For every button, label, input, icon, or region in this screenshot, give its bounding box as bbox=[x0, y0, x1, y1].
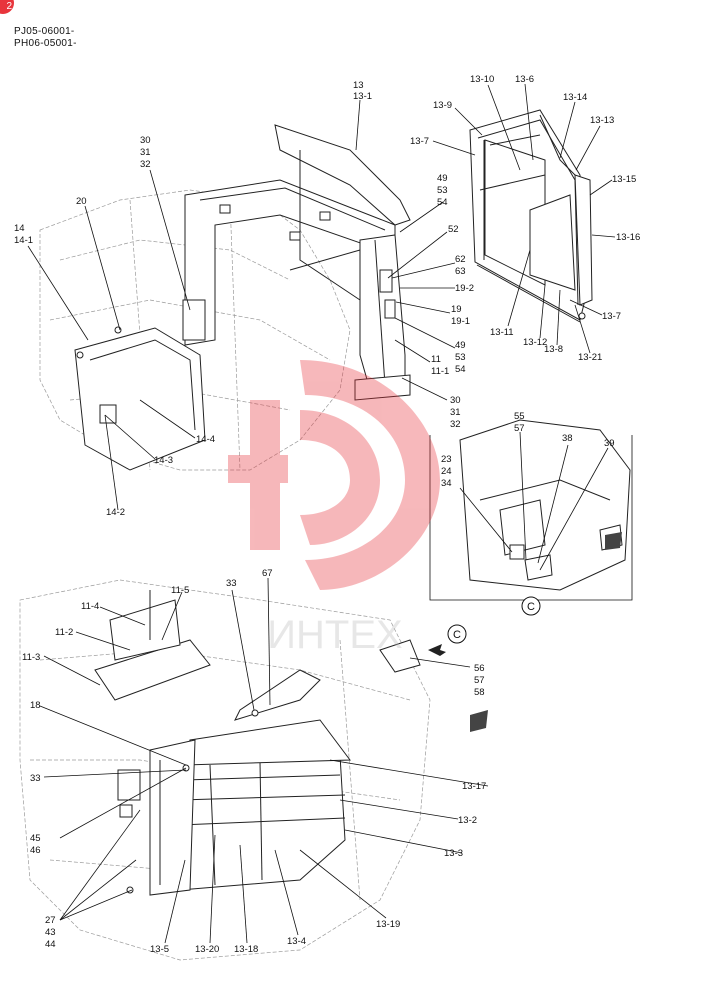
callout-label: 34 bbox=[441, 478, 452, 489]
callout-label: 18 bbox=[30, 700, 41, 711]
callout-label: 20 bbox=[76, 196, 87, 207]
callout-label: 19 bbox=[451, 304, 462, 315]
callout-label: 11-2 bbox=[55, 627, 73, 638]
callout-label: 30 bbox=[140, 135, 151, 146]
callout-label: 23 bbox=[441, 454, 452, 465]
callout-label: 11-4 bbox=[81, 601, 99, 612]
callout-leader-lines bbox=[27, 83, 616, 944]
callout-label: 27 bbox=[45, 915, 56, 926]
fan-shroud-assembly: C bbox=[94, 532, 622, 896]
callout-label: 45 bbox=[30, 833, 41, 844]
direction-arrow-icon bbox=[470, 710, 488, 732]
callout-label: 53 bbox=[455, 352, 466, 363]
callout-label: 54 bbox=[437, 197, 448, 208]
callout-label: 56 bbox=[474, 663, 485, 674]
callout-label: 13-5 bbox=[150, 944, 169, 955]
callout-label: 14-3 bbox=[154, 455, 173, 466]
callout-label: 19-2 bbox=[455, 283, 474, 294]
callout-label: 14-2 bbox=[106, 507, 125, 518]
callout-label: 67 bbox=[262, 568, 273, 579]
callout-label: 13-20 bbox=[195, 944, 219, 955]
callout-label: 57 bbox=[514, 423, 525, 434]
side-cover-14 bbox=[74, 326, 206, 471]
watermark-text: ИНТЕХ bbox=[267, 613, 402, 657]
detail-marker-circle-lower bbox=[447, 624, 467, 644]
callout-label: 11-1 bbox=[431, 366, 449, 377]
detail-view-c-inset: C bbox=[429, 419, 633, 616]
callout-label: 32 bbox=[450, 419, 461, 430]
callout-label: 30 bbox=[450, 395, 461, 406]
callout-labels: 13 13-1 13-10 13-6 13-9 13-14 13-13 13-7… bbox=[14, 74, 640, 955]
radiator-core-assembly bbox=[469, 109, 593, 323]
callout-label: 13-17 bbox=[462, 781, 486, 792]
callout-label: 24 bbox=[441, 466, 452, 477]
direction-arrow-icon bbox=[605, 532, 622, 550]
callout-label: 63 bbox=[455, 266, 466, 277]
callout-label: 13-9 bbox=[433, 100, 452, 111]
callout-label: 13-16 bbox=[616, 232, 640, 243]
callout-label: 32 bbox=[140, 159, 151, 170]
callout-label: 58 bbox=[474, 687, 485, 698]
serial-line: PJ05-06001- bbox=[14, 26, 75, 37]
callout-label: 31 bbox=[450, 407, 461, 418]
callout-label: 49 bbox=[455, 340, 466, 351]
callout-label: 13-8 bbox=[544, 344, 563, 355]
callout-label: 19-1 bbox=[451, 316, 470, 327]
callout-label: 31 bbox=[140, 147, 151, 158]
callout-label: 13-4 bbox=[287, 936, 306, 947]
serial-line: PH06-05001- bbox=[14, 38, 77, 49]
callout-label: 39 bbox=[604, 438, 615, 449]
callout-label: 11-3 bbox=[22, 652, 40, 663]
detail-marker-circle bbox=[521, 596, 541, 616]
callout-label: 52 bbox=[448, 224, 459, 235]
callout-label: 14-4 bbox=[196, 434, 215, 445]
callout-label: 57 bbox=[474, 675, 485, 686]
callout-label: 33 bbox=[226, 578, 237, 589]
callout-label: 13-7 bbox=[410, 136, 429, 147]
support-frame-assembly bbox=[182, 124, 411, 401]
callout-label: 13-7 bbox=[602, 311, 621, 322]
callout-label: 53 bbox=[437, 185, 448, 196]
callout-label: 13-10 bbox=[470, 74, 494, 85]
callout-label: 14 bbox=[14, 223, 25, 234]
callout-label: 54 bbox=[455, 364, 466, 375]
callout-label: 33 bbox=[30, 773, 41, 784]
callout-label: 11 bbox=[431, 354, 441, 365]
callout-label: 44 bbox=[45, 939, 56, 950]
callout-label: 13 bbox=[353, 80, 364, 91]
detail-marker-letter-lower: C bbox=[453, 629, 461, 641]
callout-label: 13-13 bbox=[590, 115, 614, 126]
callout-label: 46 bbox=[30, 845, 41, 856]
view-arrow-icon bbox=[428, 644, 446, 656]
callout-label: 13-18 bbox=[234, 944, 258, 955]
callout-label: 13-19 bbox=[376, 919, 400, 930]
callout-label: 13-14 bbox=[563, 92, 587, 103]
callout-label: 13-12 bbox=[523, 337, 547, 348]
callout-label: 62 bbox=[455, 254, 466, 265]
watermark-logo: ИНТЕХ bbox=[228, 360, 440, 657]
callout-label: 11-5 bbox=[171, 585, 189, 596]
callout-label: 13-2 bbox=[458, 815, 477, 826]
callout-label: 14-1 bbox=[14, 235, 33, 246]
callout-label: 13-6 bbox=[515, 74, 534, 85]
callout-label: 43 bbox=[45, 927, 56, 938]
callout-label: 13-15 bbox=[612, 174, 636, 185]
callout-label: 13-21 bbox=[578, 352, 602, 363]
serial-number-block: PJ05-06001- PH06-05001- bbox=[14, 26, 77, 50]
callout-label: 38 bbox=[562, 433, 573, 444]
callout-label: 49 bbox=[437, 173, 448, 184]
callout-label: 55 bbox=[514, 411, 525, 422]
callout-label: 13-1 bbox=[353, 91, 372, 102]
page-badge: 2 bbox=[0, 0, 14, 14]
callout-label: 13-3 bbox=[444, 848, 463, 859]
callout-label: 13-11 bbox=[490, 327, 514, 338]
detail-marker-letter: C bbox=[527, 601, 535, 613]
